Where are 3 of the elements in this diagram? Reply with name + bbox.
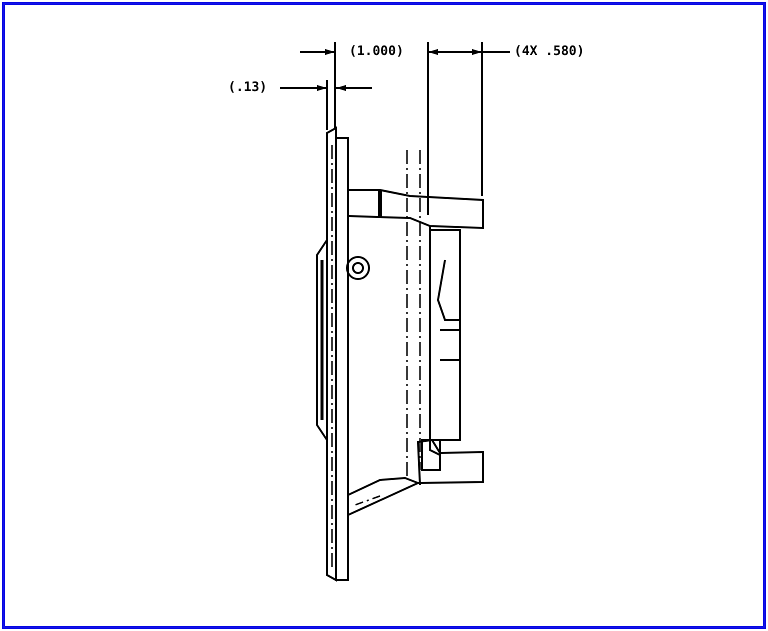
dimension-label: (1.000): [349, 44, 404, 60]
dimension-label: (4X .580): [514, 44, 584, 60]
dimension-label: (.13): [228, 80, 268, 96]
